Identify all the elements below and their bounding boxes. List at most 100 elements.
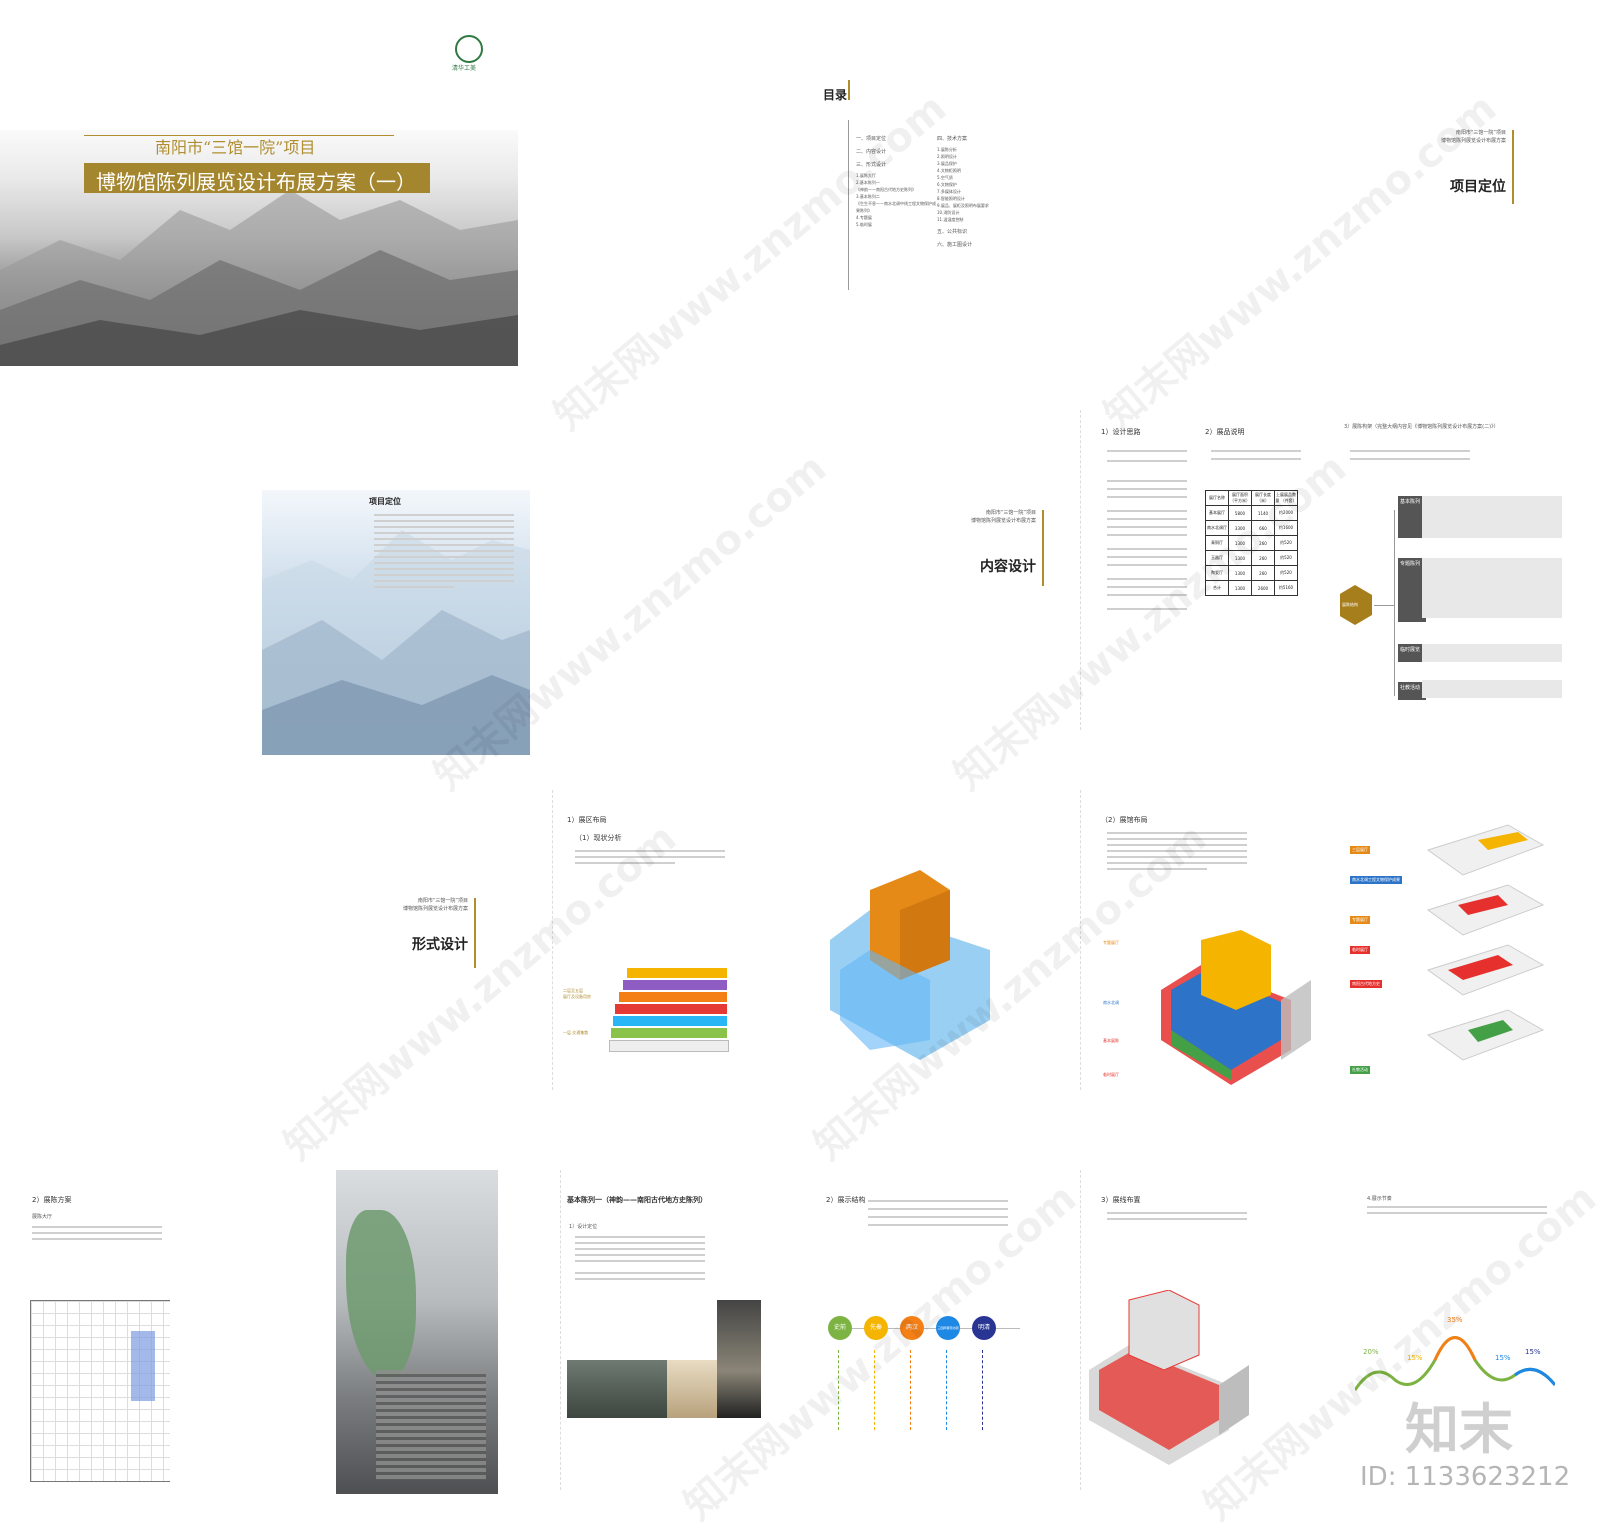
table-row: 南水北调厅 3300 660 约1600 bbox=[1205, 520, 1298, 536]
basic-exhibit-page: 基本陈列一（神韵——南阳古代地方史陈列） 1）设计定位 bbox=[560, 1170, 781, 1490]
toc-item[interactable]: 2.照明设计 bbox=[937, 154, 957, 159]
section-title: 内容设计 bbox=[980, 559, 1036, 575]
toc-divider bbox=[848, 80, 850, 100]
relief-map bbox=[346, 1210, 416, 1380]
section-title: 项目定位 bbox=[1450, 179, 1506, 195]
stack-label: 专题展厅 bbox=[1350, 916, 1370, 924]
table-header-cell: 展厅名称 bbox=[1205, 490, 1229, 506]
toc-item[interactable]: 5.空气质 bbox=[937, 175, 953, 180]
toc-item[interactable]: 六、施工图设计 bbox=[937, 242, 973, 248]
section-header-line2: 博物馆陈列展览设计布展方案 bbox=[970, 518, 1036, 524]
table-cell: 约520 bbox=[1274, 550, 1298, 566]
toc-item[interactable]: 《神韵——南阳古代地方史陈列》 bbox=[856, 187, 916, 192]
exhibit-desc-heading: 2）展品说明 bbox=[1205, 428, 1245, 436]
table-row: 陶瓷厅 1300 260 约520 bbox=[1205, 565, 1298, 581]
project-subtitle: 南阳市“三馆一院”项目 bbox=[155, 138, 316, 157]
positioning-page: 项目定位 bbox=[262, 490, 530, 755]
logo-text: 清华工美 bbox=[452, 65, 477, 72]
toc-item[interactable]: 1.展陈分析 bbox=[937, 147, 957, 152]
period-circle[interactable]: 两汉 bbox=[900, 1316, 924, 1340]
cover-page: 清华工美 南阳市“三馆一院”项目 博物馆陈列展览设计布展方案（一） bbox=[0, 20, 520, 370]
table-cell: 约2000 bbox=[1274, 505, 1298, 521]
toc-item[interactable]: 《生生不息——南水北调中线工程文物保护成果陈列》 bbox=[856, 201, 936, 213]
table-header-cell: 展厅面积 （平方米） bbox=[1228, 490, 1252, 506]
hall-label: 南水北调 bbox=[1103, 1000, 1119, 1005]
toc-item[interactable]: 1.展陈大厅 bbox=[856, 173, 876, 178]
period-circle[interactable]: 先秦 bbox=[864, 1316, 888, 1340]
table-row: 基本展厅 5800 1140 约2000 bbox=[1205, 505, 1298, 521]
pottery-artifact-photo bbox=[667, 1360, 717, 1418]
section-header-line2: 博物馆陈列展览设计布展方案 bbox=[402, 906, 468, 912]
stack-label: 南阳古代地方史 bbox=[1350, 980, 1382, 988]
content-page-1: 1）设计思路 2）展品说明 展厅名称 展厅面积 （平方米） 展厅长度 （米） 上… bbox=[1080, 410, 1321, 730]
elevation-label: 二层至五层 展厅及设备用房 bbox=[563, 988, 591, 999]
exhibit-plan-heading: 2）展陈方案 bbox=[32, 1196, 72, 1204]
table-header-cell: 上展展品数量 （件套） bbox=[1274, 490, 1298, 506]
stairs bbox=[376, 1370, 486, 1480]
table-cell: 陶瓷厅 bbox=[1205, 565, 1229, 581]
table-row: 合计 1300 2600 约5160 bbox=[1205, 580, 1298, 596]
design-idea-heading: 1）设计思路 bbox=[1101, 428, 1141, 436]
structure-node: 临时展览 bbox=[1398, 644, 1426, 662]
rhythm-pct: 15% bbox=[1495, 1354, 1511, 1362]
lobby-photo bbox=[336, 1170, 498, 1494]
toc-item[interactable]: 11.温湿度控制 bbox=[937, 217, 964, 222]
toc-divider-thin bbox=[848, 120, 849, 290]
section-accent-bar bbox=[1042, 510, 1044, 586]
project-line bbox=[84, 135, 394, 136]
form-page-2: （2）展馆布局 专题展厅 南水北调 基本展陈 临时展厅 bbox=[1080, 790, 1331, 1090]
building-elevation bbox=[609, 968, 749, 1078]
rhythm-pct: 35% bbox=[1447, 1316, 1463, 1324]
flow-model-page: 3）展线布置 bbox=[1080, 1170, 1251, 1490]
brand-logo: 知末 bbox=[1405, 1398, 1513, 1461]
period-circle[interactable]: 三国两晋南北朝 bbox=[936, 1316, 960, 1340]
toc-item[interactable]: 10.消防设计 bbox=[937, 210, 960, 215]
toc-item[interactable]: 5.临时展 bbox=[856, 222, 872, 227]
toc-item[interactable]: 9.展品、展柜及照明布展要求 bbox=[937, 203, 989, 208]
toc-item[interactable]: 4.专题展 bbox=[856, 215, 872, 220]
table-cell: 3300 bbox=[1228, 520, 1252, 536]
section-header-line1: 南阳市“三馆一院”项目 bbox=[417, 898, 468, 904]
table-row: 青铜厅 1300 260 约520 bbox=[1205, 535, 1298, 551]
toc-item[interactable]: 三、形式设计 bbox=[856, 162, 887, 168]
brand-id: ID: 1133623212 bbox=[1360, 1462, 1571, 1492]
toc-item[interactable]: 五、公共标识 bbox=[937, 229, 968, 235]
toc-item[interactable]: 一、项目定位 bbox=[856, 136, 887, 142]
table-cell: 660 bbox=[1251, 520, 1275, 536]
hall-model-illustration bbox=[1161, 930, 1311, 1085]
floor-stack-page: 三层展厅 南水北调工程文物保护成果 专题展厅 临时展厅 南阳古代地方史 社教活动 bbox=[1350, 820, 1550, 1090]
lobby-page: 2）展陈方案 展陈大厅 bbox=[20, 1170, 170, 1490]
rhythm-pct: 15% bbox=[1525, 1348, 1541, 1356]
bronze-artifact-photo bbox=[567, 1360, 667, 1418]
axon-model-1 bbox=[810, 870, 1010, 1070]
hall-layout-heading: （2）展馆布局 bbox=[1101, 816, 1148, 824]
toc-item[interactable]: 7.多媒体设计 bbox=[937, 189, 961, 194]
table-cell: 260 bbox=[1251, 550, 1275, 566]
form-page-1: 1）展区布局 （1）现状分析 二层至五层 展厅及设备用房 一层 交通集散 bbox=[552, 790, 803, 1090]
toc-col2: 四、技术方案 1.展陈分析 2.照明设计 3.展品保护 4.文物柜照明 5.空气… bbox=[937, 136, 1027, 249]
toc-item[interactable]: 6.文物保护 bbox=[937, 182, 957, 187]
period-circle[interactable]: 史前 bbox=[828, 1316, 852, 1340]
toc-item[interactable]: 4.文物柜照明 bbox=[937, 168, 961, 173]
cover-title-box bbox=[84, 163, 430, 193]
toc-item[interactable]: 二、内容设计 bbox=[856, 149, 887, 155]
toc-item[interactable]: 3.展品保护 bbox=[937, 161, 957, 166]
table-cell: 260 bbox=[1251, 565, 1275, 581]
statue-artifact-photo bbox=[717, 1300, 761, 1418]
structure-node: 基本陈列 bbox=[1398, 496, 1426, 538]
table-cell: 260 bbox=[1251, 535, 1275, 551]
table-header-cell: 展厅长度 （米） bbox=[1251, 490, 1275, 506]
period-circle[interactable]: 明清 bbox=[972, 1316, 996, 1340]
table-cell: 1300 bbox=[1228, 580, 1252, 596]
table-cell: 约520 bbox=[1274, 535, 1298, 551]
toc-item[interactable]: 2.基本陈列一 bbox=[856, 180, 880, 185]
toc-col1: 一、项目定位 二、内容设计 三、形式设计 1.展陈大厅 2.基本陈列一 《神韵—… bbox=[856, 136, 936, 228]
toc-item[interactable]: 8.智能照明设计 bbox=[937, 196, 965, 201]
cover-title: 博物馆陈列展览设计布展方案（一） bbox=[96, 170, 416, 194]
table-cell: 青铜厅 bbox=[1205, 535, 1229, 551]
toc-item[interactable]: 3.基本陈列二 bbox=[856, 194, 880, 199]
structure-heading: 3）展陈构架（完整大纲内容见《博物馆陈列展览设计布展方案(二)》） bbox=[1344, 424, 1499, 430]
toc-item[interactable]: 四、技术方案 bbox=[937, 136, 968, 142]
content-page-2: 3）展陈构架（完整大纲内容见《博物馆陈列展览设计布展方案(二)》） 展陈结构 基… bbox=[1340, 410, 1590, 730]
hall-label: 临时展厅 bbox=[1103, 1072, 1119, 1077]
